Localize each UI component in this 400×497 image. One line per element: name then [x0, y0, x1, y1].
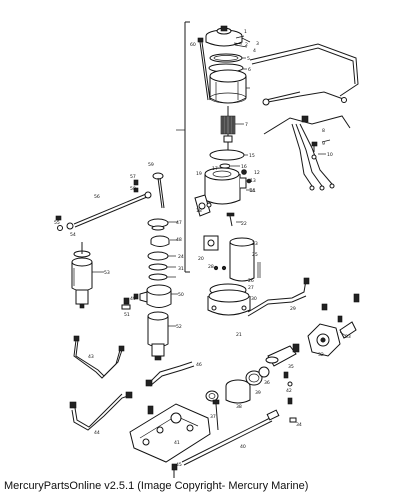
callout-14: 14	[249, 188, 255, 194]
callout-7: 7	[245, 122, 248, 128]
motor-housing	[209, 69, 247, 104]
callout-17: 17	[212, 166, 218, 172]
reservoir-tank	[147, 311, 169, 361]
callout-18: 18	[196, 208, 202, 214]
callout-3: 3	[256, 41, 259, 47]
callout-54: 54	[70, 232, 76, 238]
assembly-bracket	[176, 21, 190, 273]
armature	[220, 106, 236, 150]
callout-21: 21	[236, 332, 242, 338]
reservoir-cover	[147, 218, 170, 281]
callout-55: 55	[54, 220, 60, 226]
callout-25: 25	[252, 252, 258, 258]
callout-30: 30	[251, 296, 257, 302]
leader-lines	[92, 35, 347, 337]
callout-23: 23	[252, 241, 258, 247]
callout-8: 8	[322, 128, 325, 134]
callout-43: 43	[88, 354, 94, 360]
callout-51: 51	[124, 312, 130, 318]
lower-bolts	[212, 399, 220, 431]
callout-labels: 1 2 3 4 5 6 7 8 9 10 11 12 13 14 15 16 1…	[54, 29, 351, 468]
callout-41: 41	[174, 440, 180, 446]
callout-59: 59	[148, 162, 154, 168]
callout-42: 42	[286, 388, 292, 394]
motor-end-cap	[205, 25, 251, 48]
callout-20: 20	[198, 256, 204, 262]
callout-16: 16	[241, 164, 247, 170]
callout-52: 52	[176, 324, 182, 330]
callout-24: 24	[178, 254, 184, 260]
terminal-bolt	[226, 212, 235, 227]
callout-48: 48	[176, 237, 182, 243]
retaining-ring	[209, 149, 245, 161]
callout-19: 19	[196, 171, 202, 177]
callout-13: 13	[250, 178, 256, 184]
callout-29: 29	[290, 306, 296, 312]
callout-9: 9	[322, 141, 325, 147]
callout-2: 2	[245, 42, 248, 48]
trim-cylinder	[71, 242, 93, 309]
valve-spool	[265, 343, 300, 367]
callout-22: 22	[241, 221, 247, 227]
callout-44: 44	[94, 430, 100, 436]
piston-seals	[205, 366, 270, 404]
callout-6: 6	[248, 67, 251, 73]
release-knob	[152, 172, 165, 209]
callout-38: 38	[236, 404, 242, 410]
hydraulic-line	[247, 277, 310, 317]
image-copyright-caption: MercuryPartsOnline v2.5.1 (Image Copyrig…	[4, 480, 309, 492]
pump-base-casting	[129, 403, 211, 463]
callout-11: 11	[250, 188, 256, 194]
valve-body	[203, 235, 261, 316]
callout-12: 12	[254, 170, 260, 176]
callout-5: 5	[247, 56, 250, 62]
callout-31: 31	[178, 266, 184, 272]
callout-46: 46	[196, 362, 202, 368]
wiring-harness	[249, 43, 359, 191]
callout-4: 4	[253, 48, 256, 54]
callout-35: 35	[288, 364, 294, 370]
hose-lower	[69, 391, 133, 431]
callout-53: 53	[104, 270, 110, 276]
callout-47: 47	[176, 220, 182, 226]
callout-45: 45	[176, 462, 182, 468]
callout-36: 36	[264, 380, 270, 386]
fasteners	[55, 179, 139, 231]
manual-release-rod	[66, 191, 152, 230]
callout-32: 32	[318, 352, 324, 358]
callout-10: 10	[327, 152, 333, 158]
callout-49: 49	[130, 296, 136, 302]
callout-33: 33	[345, 334, 351, 340]
bleed-screws	[283, 371, 297, 423]
callout-57: 57	[130, 174, 136, 180]
callout-60: 60	[190, 42, 196, 48]
callout-1: 1	[244, 29, 247, 35]
callout-26: 26	[248, 278, 254, 284]
callout-50: 50	[178, 292, 184, 298]
callout-39: 39	[255, 390, 261, 396]
push-rod	[171, 409, 280, 478]
hose-middle	[145, 361, 195, 387]
hose-upper	[73, 335, 125, 379]
motor-base	[194, 167, 252, 217]
callout-27: 27	[248, 285, 254, 291]
filler-plug	[121, 293, 139, 310]
callout-58: 58	[130, 186, 136, 192]
callout-15: 15	[249, 153, 255, 159]
pump-body	[139, 284, 172, 308]
callout-28: 28	[208, 264, 214, 270]
callout-40: 40	[240, 444, 246, 450]
callout-34: 34	[296, 422, 302, 428]
callout-56: 56	[94, 194, 100, 200]
cylinder-end-fitting	[307, 293, 360, 357]
screw	[311, 141, 318, 160]
callout-37: 37	[210, 414, 216, 420]
thru-bolt	[197, 37, 211, 101]
